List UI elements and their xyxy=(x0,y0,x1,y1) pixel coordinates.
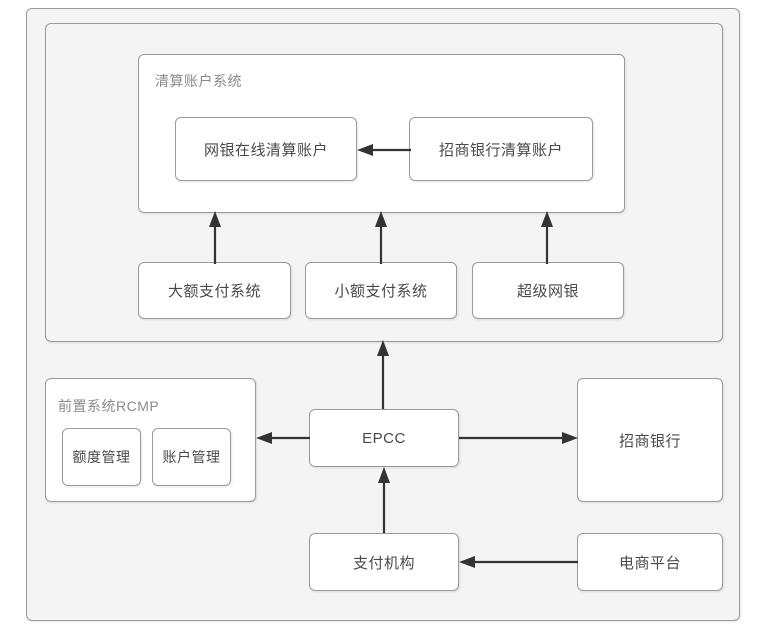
node-epcc[interactable]: EPCC xyxy=(309,409,459,467)
node-cmb-clearing-account[interactable]: 招商银行清算账户 xyxy=(409,117,593,181)
group-label-clearing-account-system: 清算账户系统 xyxy=(155,73,242,89)
group-label-front-end-system-rcmp: 前置系统RCMP xyxy=(58,398,160,414)
edge-ecommerce-to-payment-institution xyxy=(459,556,578,568)
node-label: EPCC xyxy=(362,429,406,447)
node-small-value-payment-system[interactable]: 小额支付系统 xyxy=(305,262,457,319)
node-super-online-banking[interactable]: 超级网银 xyxy=(472,262,624,319)
edge-small-value-to-clearing-system xyxy=(375,211,387,264)
node-large-value-payment-system[interactable]: 大额支付系统 xyxy=(138,262,291,319)
node-label: 招商银行 xyxy=(618,432,681,450)
node-payment-institution[interactable]: 支付机构 xyxy=(309,533,459,591)
edge-payment-institution-to-epcc xyxy=(378,467,390,533)
node-label: 小额支付系统 xyxy=(334,283,428,300)
edge-large-value-to-clearing-system xyxy=(209,211,221,264)
node-cmb[interactable]: 招商银行 xyxy=(577,378,723,502)
node-label: 招商银行清算账户 xyxy=(438,141,563,159)
node-quota-management[interactable]: 额度管理 xyxy=(62,428,141,486)
node-account-management[interactable]: 账户管理 xyxy=(152,428,231,486)
edge-cmb-to-online-banking xyxy=(357,144,411,156)
edge-epcc-to-rcmp xyxy=(256,432,310,444)
node-online-banking-clearing-account[interactable]: 网银在线清算账户 xyxy=(175,117,357,181)
node-label: 网银在线清算账户 xyxy=(203,141,328,159)
node-label: 账户管理 xyxy=(162,449,221,465)
node-label: 额度管理 xyxy=(72,449,131,465)
node-label: 超级网银 xyxy=(516,283,579,300)
node-ecommerce-platform[interactable]: 电商平台 xyxy=(577,533,723,591)
edge-epcc-to-upper-section xyxy=(377,340,389,410)
node-label: 电商平台 xyxy=(618,554,681,572)
edge-super-banking-to-clearing-system xyxy=(541,211,553,264)
edge-epcc-to-cmb xyxy=(459,432,578,444)
node-label: 支付机构 xyxy=(352,554,415,572)
node-label: 大额支付系统 xyxy=(167,283,261,300)
